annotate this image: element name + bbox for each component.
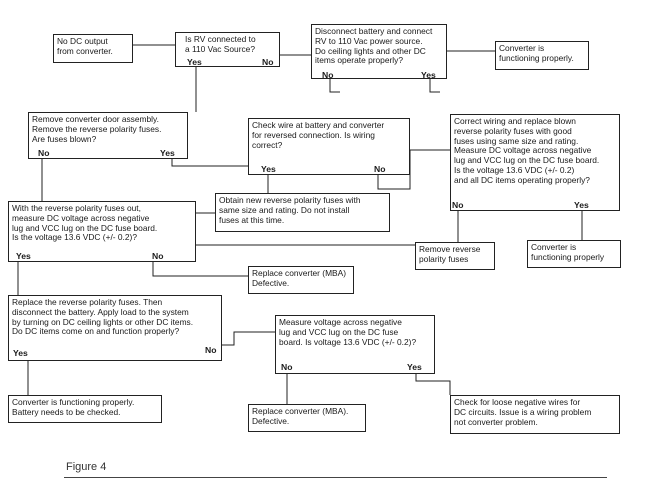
box-text: Converter is functioning properly <box>531 242 605 262</box>
label-yes: Yes <box>261 164 276 174</box>
box-measure-voltage: Measure voltage across negative lug and … <box>275 315 435 374</box>
box-remove-door: Remove converter door assembly. Remove t… <box>28 112 188 159</box>
box-text: Converter is functioning properly. <box>499 43 574 63</box>
box-text: No DC output from converter. <box>57 36 113 56</box>
label-yes: Yes <box>16 251 31 261</box>
box-text: Replace converter (MBA) Defective. <box>252 268 347 288</box>
label-yes: Yes <box>13 348 28 358</box>
box-rv-connected: Is RV connected to a 110 Vac Source? <box>175 32 280 67</box>
caption-rule <box>64 477 607 478</box>
box-converter-ok-2: Converter is functioning properly <box>527 240 621 268</box>
label-yes: Yes <box>187 57 202 67</box>
label-no: No <box>152 251 164 261</box>
box-text: Converter is functioning properly. Batte… <box>12 397 135 417</box>
box-converter-ok-1: Converter is functioning properly. <box>495 41 589 70</box>
box-replace-converter-2: Replace converter (MBA). Defective. <box>248 404 366 432</box>
label-no: No <box>38 148 50 158</box>
box-obtain-fuses: Obtain new reverse polarity fuses with s… <box>215 193 390 232</box>
box-text: Check for loose negative wires for DC ci… <box>454 397 592 427</box>
box-no-dc-output: No DC output from converter. <box>53 34 133 63</box>
box-text: Obtain new reverse polarity fuses with s… <box>219 195 361 225</box>
box-text: Replace converter (MBA). Defective. <box>252 406 349 426</box>
label-yes: Yes <box>407 362 422 372</box>
box-fuses-out-measure: With the reverse polarity fuses out, mea… <box>8 201 196 262</box>
box-replace-fuses: Replace the reverse polarity fuses. Then… <box>8 295 222 361</box>
box-battery-check: Converter is functioning properly. Batte… <box>8 395 162 423</box>
label-no: No <box>262 57 274 67</box>
box-text: Correct wiring and replace blown reverse… <box>454 116 600 185</box>
box-correct-wiring: Correct wiring and replace blown reverse… <box>450 114 620 211</box>
box-replace-converter-1: Replace converter (MBA) Defective. <box>248 266 354 294</box>
label-yes: Yes <box>160 148 175 158</box>
label-no: No <box>281 362 293 372</box>
label-no: No <box>452 200 464 210</box>
label-no: No <box>322 70 334 80</box>
box-text: Is RV connected to a 110 Vac Source? <box>185 34 256 54</box>
box-text: Check wire at battery and converter for … <box>252 120 385 150</box>
label-no: No <box>374 164 386 174</box>
box-text: Remove reverse polarity fuses <box>419 244 481 264</box>
box-check-wire: Check wire at battery and converter for … <box>248 118 410 175</box>
box-disconnect-battery: Disconnect battery and connect RV to 110… <box>311 24 447 79</box>
box-text: Replace the reverse polarity fuses. Then… <box>12 297 194 337</box>
box-text: With the reverse polarity fuses out, mea… <box>12 203 158 243</box>
box-remove-reverse-fuses: Remove reverse polarity fuses <box>415 242 495 270</box>
box-text: Measure voltage across negative lug and … <box>279 317 417 347</box>
label-yes: Yes <box>421 70 436 80</box>
figure-caption: Figure 4 <box>66 461 107 473</box>
box-loose-wires: Check for loose negative wires for DC ci… <box>450 395 620 434</box>
box-text: Remove converter door assembly. Remove t… <box>32 114 162 144</box>
label-yes: Yes <box>574 200 589 210</box>
label-no: No <box>205 345 217 355</box>
box-text: Disconnect battery and connect RV to 110… <box>315 26 433 66</box>
